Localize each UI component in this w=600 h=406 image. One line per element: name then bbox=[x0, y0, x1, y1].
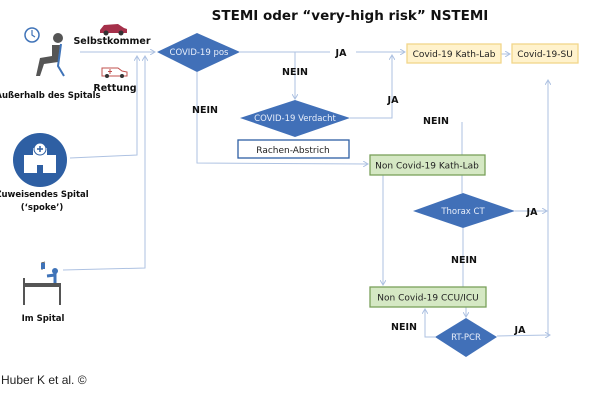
box-swab: Rachen-Abstrich bbox=[237, 139, 350, 159]
decision-covid-pos: COVID-19 pos bbox=[157, 33, 240, 72]
edge-label-ja: JA bbox=[514, 325, 527, 336]
edge-label-nein: NEIN bbox=[423, 116, 449, 127]
decision-covid-suspect: COVID-19 Verdacht bbox=[240, 100, 350, 137]
decision-rt-pcr: RT-PCR bbox=[435, 318, 497, 357]
connectors bbox=[62, 52, 550, 337]
edge-label-ja: JA bbox=[387, 95, 400, 106]
source-ambulance-label: Rettung bbox=[93, 83, 136, 94]
svg-text:COVID-19 Verdacht: COVID-19 Verdacht bbox=[254, 114, 336, 124]
hospital-icon bbox=[13, 133, 67, 187]
edge-label-ja: JA bbox=[526, 207, 539, 218]
source-referring-sublabel: (‘spoke’) bbox=[21, 203, 64, 213]
person-waiting-icon bbox=[24, 27, 65, 77]
svg-text:Non Covid-19 Kath-Lab: Non Covid-19 Kath-Lab bbox=[375, 162, 479, 172]
edge-label-nein: NEIN bbox=[282, 67, 308, 78]
box-covid-su: Covid-19-SU bbox=[511, 43, 579, 64]
svg-text:RT-PCR: RT-PCR bbox=[451, 333, 481, 343]
patient-bed-icon bbox=[23, 261, 61, 305]
ambulance-icon bbox=[101, 67, 128, 78]
decision-thorax-ct: Thorax CT bbox=[413, 193, 515, 228]
source-inhospital-label: Im Spital bbox=[22, 314, 65, 324]
diagram-title: STEMI oder “very-high risk” NSTEMI bbox=[212, 8, 489, 24]
svg-text:Covid-19-SU: Covid-19-SU bbox=[517, 50, 573, 60]
credit-text: Huber K et al. © bbox=[1, 373, 87, 387]
box-noncovid-cathlab: Non Covid-19 Kath-Lab bbox=[369, 154, 486, 176]
box-noncovid-icu: Non Covid-19 CCU/ICU bbox=[369, 286, 487, 308]
edge-label-ja: JA bbox=[335, 48, 348, 59]
source-outside-label: Außerhalb des Spitals bbox=[0, 91, 101, 101]
svg-text:Covid-19 Kath-Lab: Covid-19 Kath-Lab bbox=[413, 50, 496, 60]
car-icon bbox=[100, 24, 127, 36]
edge-label-nein: NEIN bbox=[451, 255, 477, 266]
svg-text:Thorax CT: Thorax CT bbox=[440, 207, 485, 217]
edge-label-nein: NEIN bbox=[192, 105, 218, 116]
edge-label-nein: NEIN bbox=[391, 322, 417, 333]
svg-text:Non Covid-19 CCU/ICU: Non Covid-19 CCU/ICU bbox=[377, 294, 478, 304]
svg-text:Rachen-Abstrich: Rachen-Abstrich bbox=[256, 146, 329, 156]
source-self-label: Selbstkommer bbox=[73, 36, 150, 47]
source-referring-label: Zuweisendes Spital bbox=[0, 190, 89, 200]
box-covid-cathlab: Covid-19 Kath-Lab bbox=[406, 43, 502, 64]
svg-text:COVID-19 pos: COVID-19 pos bbox=[170, 48, 230, 58]
